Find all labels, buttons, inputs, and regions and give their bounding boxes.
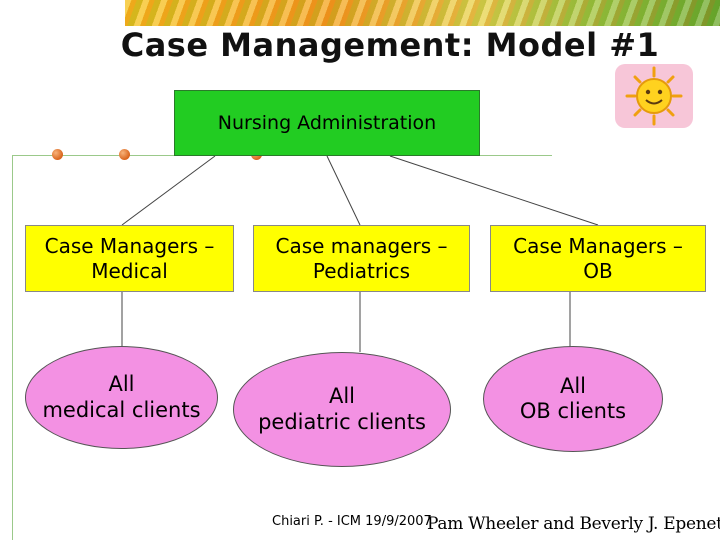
case-managers-ob-node: Case Managers – OB bbox=[490, 225, 706, 292]
all-medical-clients-node: All medical clients bbox=[25, 346, 218, 449]
all-ob-clients-node: All OB clients bbox=[483, 346, 663, 452]
decorative-header-band bbox=[125, 0, 720, 26]
case-managers-pediatrics-node: Case managers – Pediatrics bbox=[253, 225, 470, 292]
sun-icon bbox=[615, 64, 693, 128]
node-line: Case managers – bbox=[275, 233, 448, 258]
node-line: medical clients bbox=[42, 397, 201, 422]
all-pediatric-clients-node: All pediatric clients bbox=[233, 352, 451, 467]
node-line: All bbox=[328, 384, 356, 409]
node-line: All bbox=[108, 372, 135, 397]
decorative-left-rule bbox=[12, 155, 13, 540]
node-line: All bbox=[559, 373, 587, 398]
nursing-administration-label: Nursing Administration bbox=[217, 112, 437, 134]
slide-title: Case Management: Model #1 bbox=[120, 26, 660, 64]
footer-authors: Pam Wheeler and Beverly J. Epeneter bbox=[427, 514, 720, 534]
node-line: OB bbox=[583, 258, 613, 283]
case-managers-medical-node: Case Managers – Medical bbox=[25, 225, 234, 292]
bullet-icon bbox=[52, 149, 63, 160]
node-line: pediatric clients bbox=[258, 409, 426, 434]
node-line: Case Managers – bbox=[513, 233, 683, 258]
nursing-administration-node: Nursing Administration bbox=[174, 90, 480, 156]
node-line: OB clients bbox=[519, 399, 627, 423]
node-line: Case Managers – bbox=[44, 233, 215, 258]
footer-citation: Chiari P. - ICM 19/9/2007 bbox=[272, 514, 432, 529]
bullet-icon bbox=[119, 149, 130, 160]
node-line: Pediatrics bbox=[312, 258, 411, 283]
node-line: Medical bbox=[91, 258, 168, 283]
